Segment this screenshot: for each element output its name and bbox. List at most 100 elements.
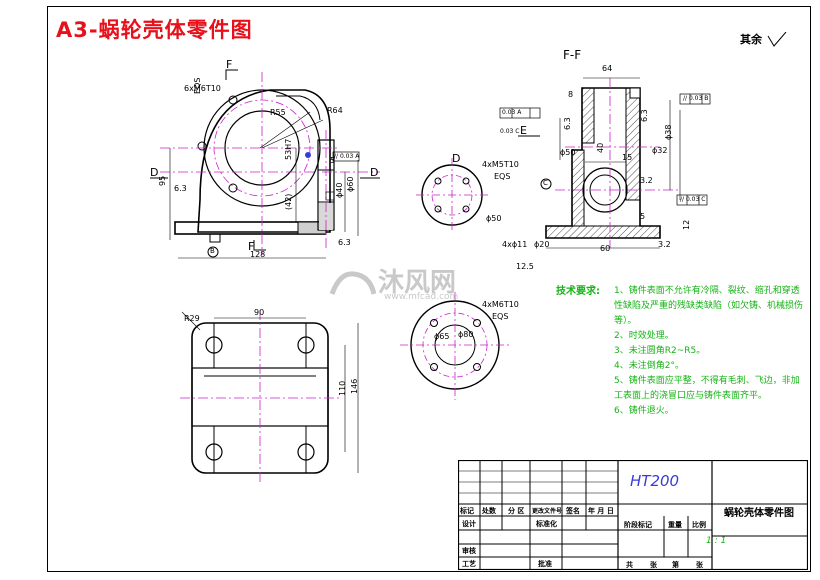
material-value: HT200	[630, 472, 680, 490]
section-mark: D	[150, 166, 159, 179]
dimension-label: 4xϕ11	[502, 240, 528, 249]
stage-label: 比例	[692, 521, 706, 529]
dimension-label: R64	[327, 106, 343, 115]
stage-label: 阶段标记	[624, 521, 652, 529]
sheet-label: 第	[672, 561, 679, 569]
left-label: 工艺	[462, 560, 476, 568]
section-view	[499, 77, 711, 249]
section-mark: F	[248, 240, 255, 253]
dimension-label: 12	[682, 219, 691, 230]
dimension-label: ϕ50	[560, 148, 576, 157]
requirement-item: 3、未注圆角R2~R5。	[614, 346, 706, 356]
dimension-label: 90	[254, 308, 265, 317]
dimension-label: 60	[600, 244, 611, 253]
dimension-label: 146	[350, 378, 359, 394]
tolerance-frame-text: // 0.03 A	[334, 153, 360, 160]
dimension-label: ϕ38	[664, 124, 673, 140]
technical-requirements-heading: 技术要求:	[556, 286, 600, 297]
row-label: 更改文件号	[532, 508, 563, 515]
row-label: 标记	[460, 507, 474, 515]
scale-value: 1 : 1	[706, 536, 727, 546]
stage-label: 重量	[668, 521, 682, 529]
dimension-label: ϕ32	[652, 146, 668, 155]
row-label: 签名	[566, 507, 580, 515]
dimension-label: 6xM6T10	[184, 84, 221, 93]
sheet-label: 共	[626, 561, 633, 569]
flange-view-bottom	[400, 292, 510, 400]
tolerance-frame-text: 0.03 A	[502, 109, 522, 116]
requirement-item: 5、铸件表面应平整，不得有毛刺、飞边，非加工表面上的浇冒口应与铸件表面齐平。	[614, 376, 800, 401]
dimension-label: 64	[602, 64, 613, 73]
dimension-label: 5	[330, 156, 336, 165]
dimension-label: EQS	[494, 172, 511, 181]
row-label: 处数	[482, 507, 496, 515]
dimension-label: 95	[158, 175, 167, 186]
dimension-label: 5	[640, 212, 646, 221]
dimension-label: 6.3	[640, 109, 649, 122]
drawing-title: A3-蜗轮壳体零件图	[56, 18, 253, 42]
watermark-url: www.mfcad.com	[384, 292, 459, 302]
dimension-label: 6.3	[338, 238, 351, 247]
dimension-label: R55	[270, 108, 286, 117]
requirement-item: 2、时效处理。	[614, 331, 674, 341]
left-label: 设计	[462, 520, 476, 528]
section-title: F-F	[563, 48, 582, 62]
flange-view-top	[416, 158, 488, 232]
section-mark: D	[452, 152, 461, 165]
plan-view	[180, 310, 359, 485]
part-name: 蜗轮壳体零件图	[724, 508, 794, 519]
dimension-label: ϕ80	[458, 330, 474, 339]
dimension-label: 8	[568, 90, 574, 99]
section-mark: E	[520, 124, 527, 137]
datum-mark: C	[543, 179, 548, 187]
dimension-label: 128	[250, 250, 266, 259]
drawing-frame	[47, 6, 811, 572]
dimension-label: ϕ65	[434, 332, 450, 341]
dimension-label: (42)	[284, 193, 293, 210]
dimension-label: 4xM6T10	[482, 300, 519, 309]
datum-mark: B	[210, 247, 215, 255]
surface-finish-note: 其余	[740, 31, 788, 48]
watermark-brand: 沐风网	[378, 268, 457, 298]
dimension-label: 53H7	[284, 138, 293, 160]
dimension-label: 4xM5T10	[482, 160, 519, 169]
dimension-label: EQS	[492, 312, 509, 321]
tolerance-frame-text: 0.03 C	[500, 128, 520, 135]
roughness-symbol-icon	[767, 31, 787, 47]
dimension-label: ϕ20	[534, 240, 550, 249]
title-block: HT200 蜗轮壳体零件图 标记 处数 分 区 更改文件号 签名 年 月 日 设…	[458, 460, 808, 570]
sheet-label: 张	[696, 561, 703, 569]
requirement-item: 6、铸件退火。	[614, 406, 674, 416]
row-label: 年 月 日	[588, 507, 614, 515]
dimension-label: ϕ60	[346, 176, 355, 192]
dimension-label: 15	[622, 153, 633, 162]
left-label: 标准化	[536, 520, 557, 528]
dimension-label: ϕ40	[335, 182, 344, 198]
technical-requirements-list: 1、铸件表面不允许有冷隔、裂纹、缩孔和穿透性缺陷及严重的残缺类缺陷（如欠铸、机械…	[614, 284, 804, 419]
section-mark: F	[226, 58, 233, 71]
surface-finish-label: 其余	[740, 33, 762, 46]
dimension-label: 3.2	[658, 240, 671, 249]
tolerance-frame-text: // 0.03 B	[683, 95, 709, 102]
requirement-item: 4、未注倒角2°。	[614, 361, 684, 371]
dimension-label: 6.3	[563, 117, 572, 130]
left-label: 审核	[462, 547, 476, 555]
section-mark: D	[370, 166, 379, 179]
watermark-logo-icon	[330, 271, 376, 295]
front-view	[150, 69, 380, 259]
requirement-item: 1、铸件表面不允许有冷隔、裂纹、缩孔和穿透性缺陷及严重的残缺类缺陷（如欠铸、机械…	[614, 286, 804, 326]
sheet-label: 张	[650, 561, 657, 569]
dimension-label: 40	[596, 142, 605, 153]
dimension-label: 3.2	[640, 176, 653, 185]
row-label: 分 区	[508, 507, 525, 515]
left-label: 批准	[538, 560, 552, 568]
dimension-label: 12.5	[516, 262, 534, 271]
title-block-grid	[458, 460, 808, 570]
dimension-label: EQS	[193, 77, 202, 94]
dimension-label: R29	[184, 314, 200, 323]
dimension-label: 110	[338, 380, 347, 396]
tolerance-frame-text: // 0.03 C	[680, 196, 706, 203]
dimension-label: ϕ50	[486, 214, 502, 223]
